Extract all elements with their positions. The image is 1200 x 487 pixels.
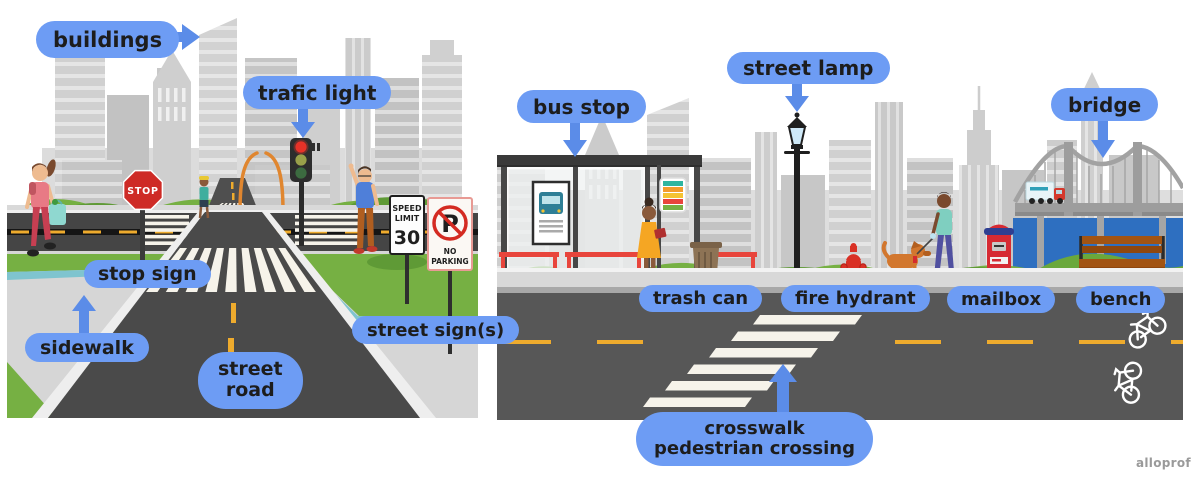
speed-limit-value: 30: [394, 227, 420, 249]
crosswalk-stripes: [643, 315, 862, 407]
label-traffic-light: trafic light: [243, 76, 392, 109]
truck-graphic: [1025, 181, 1065, 204]
label-sidewalk: sidewalk: [25, 333, 149, 362]
label-stop-sign: stop sign: [84, 260, 211, 288]
label-street-road-line2: road: [225, 379, 275, 402]
label-street-signs: street sign(s): [352, 316, 520, 344]
label-bench: bench: [1076, 286, 1166, 313]
pedestrian-distant: [198, 176, 210, 219]
right-scene-illustration: [497, 72, 1183, 420]
pedestrian-woman-shopper: [25, 159, 66, 257]
no-parking-sign-graphic: P NO PARKING: [427, 197, 473, 354]
label-mailbox: mailbox: [947, 286, 1056, 313]
pedestrian-man-waving: [348, 163, 379, 254]
stop-sign-text: STOP: [127, 186, 159, 197]
label-street-road: street road: [198, 352, 303, 409]
label-bus-stop: bus stop: [517, 90, 646, 123]
lane-markings: [505, 340, 1183, 344]
label-fire-hydrant: fire hydrant: [781, 285, 930, 312]
label-buildings: buildings: [36, 21, 180, 58]
label-crosswalk-line2: pedestrian crossing: [654, 438, 855, 460]
label-trash-can: trash can: [639, 285, 763, 312]
speed-limit-word2: LIMIT: [395, 214, 420, 223]
no-parking-word2: PARKING: [431, 257, 468, 266]
watermark: alloprof: [1136, 456, 1191, 470]
bus-poster: [531, 180, 571, 246]
speed-limit-sign-graphic: SPEED LIMIT 30: [389, 195, 425, 304]
gateway-arches: [238, 151, 285, 214]
label-crosswalk: crosswalk pedestrian crossing: [636, 412, 873, 467]
no-parking-word1: NO: [444, 247, 457, 256]
traffic-light-graphic: [290, 138, 320, 246]
side-crosswalks: [145, 215, 359, 245]
label-street-lamp: street lamp: [727, 52, 890, 84]
speed-limit-word1: SPEED: [392, 204, 422, 213]
right-road: [497, 293, 1183, 420]
label-crosswalk-line1: crosswalk: [704, 418, 805, 439]
bus-stop-sign-graphic: [657, 165, 687, 287]
label-bridge: bridge: [1051, 88, 1159, 121]
label-street-road-line1: street: [218, 358, 283, 380]
stop-sign-graphic: STOP: [122, 169, 164, 261]
